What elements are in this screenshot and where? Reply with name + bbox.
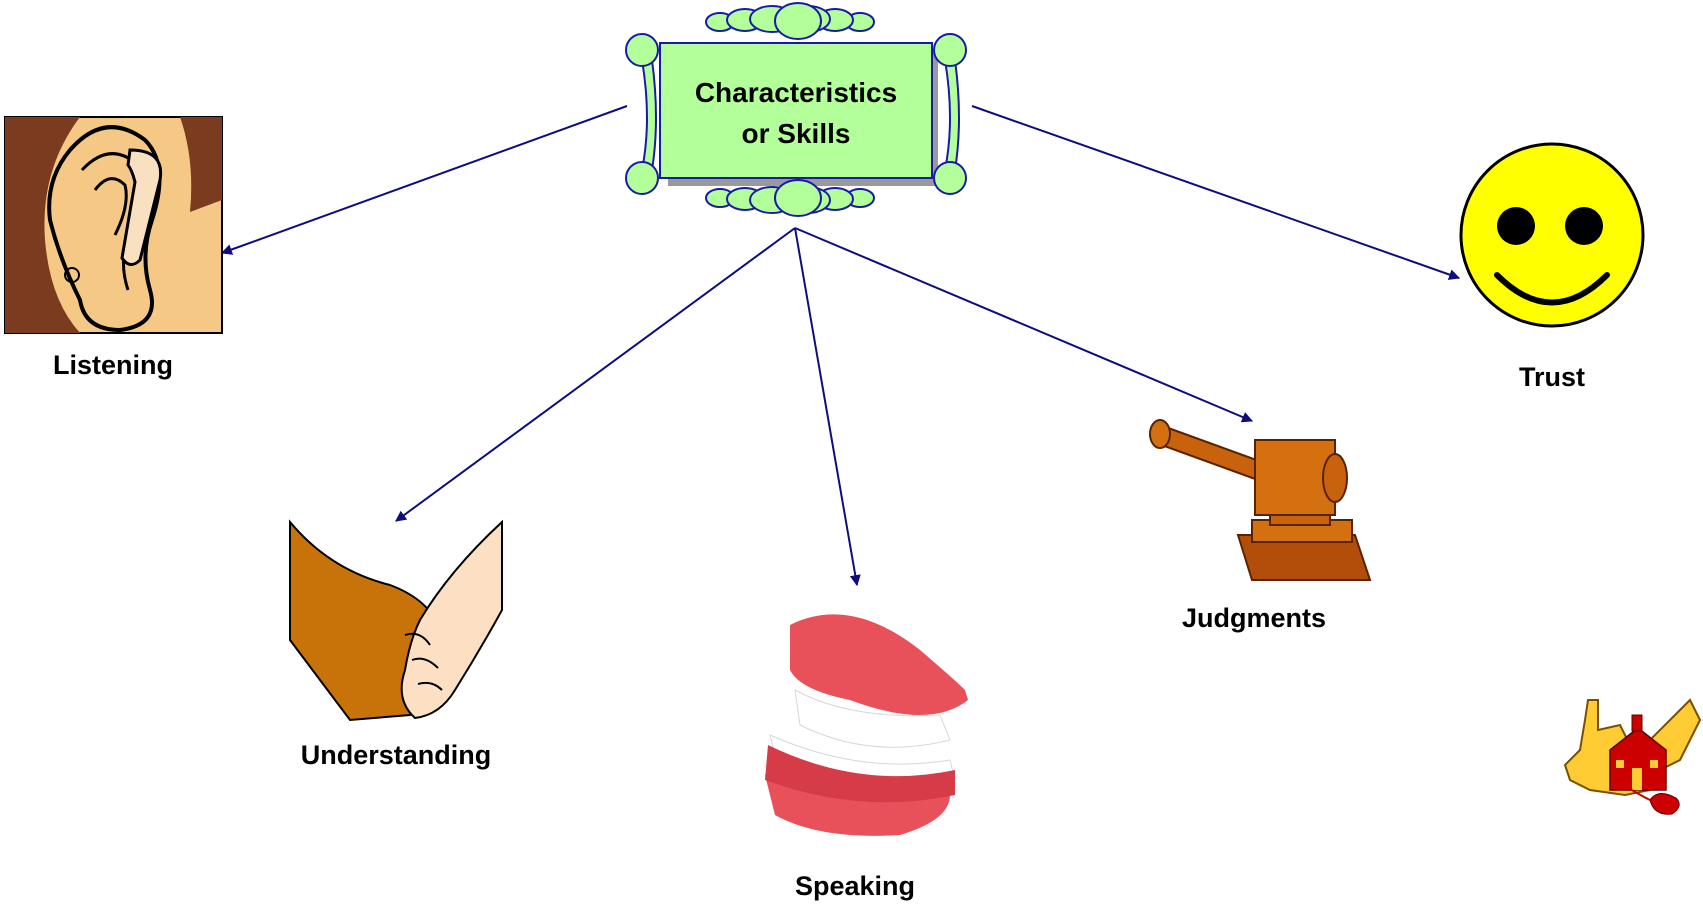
arrow-to-judgments bbox=[794, 227, 1254, 423]
center-title-line1: Characteristics bbox=[695, 77, 897, 108]
arrow-to-listening bbox=[220, 105, 628, 255]
node-label-listening: Listening bbox=[53, 350, 173, 380]
node-label-judgments: Judgments bbox=[1182, 603, 1326, 633]
smiley-face-icon bbox=[1459, 142, 1645, 328]
arrow-to-speaking bbox=[794, 227, 861, 587]
gavel-icon bbox=[1149, 419, 1372, 581]
center-node: Characteristics or Skills bbox=[625, 2, 967, 217]
node-label-understanding: Understanding bbox=[301, 740, 492, 770]
node-label-speaking: Speaking bbox=[795, 871, 915, 901]
chattering-teeth-icon bbox=[765, 614, 968, 836]
ear-hearing-aid-icon bbox=[4, 116, 223, 334]
clasped-hands-icon bbox=[289, 519, 503, 722]
arrows bbox=[220, 105, 1461, 587]
node-label-trust: Trust bbox=[1519, 362, 1585, 392]
arrow-to-trust bbox=[971, 105, 1461, 280]
arrow-to-understanding bbox=[395, 227, 796, 522]
center-title-line2: or Skills bbox=[742, 118, 851, 149]
west-virginia-schoolhouse-logo bbox=[1563, 698, 1702, 815]
